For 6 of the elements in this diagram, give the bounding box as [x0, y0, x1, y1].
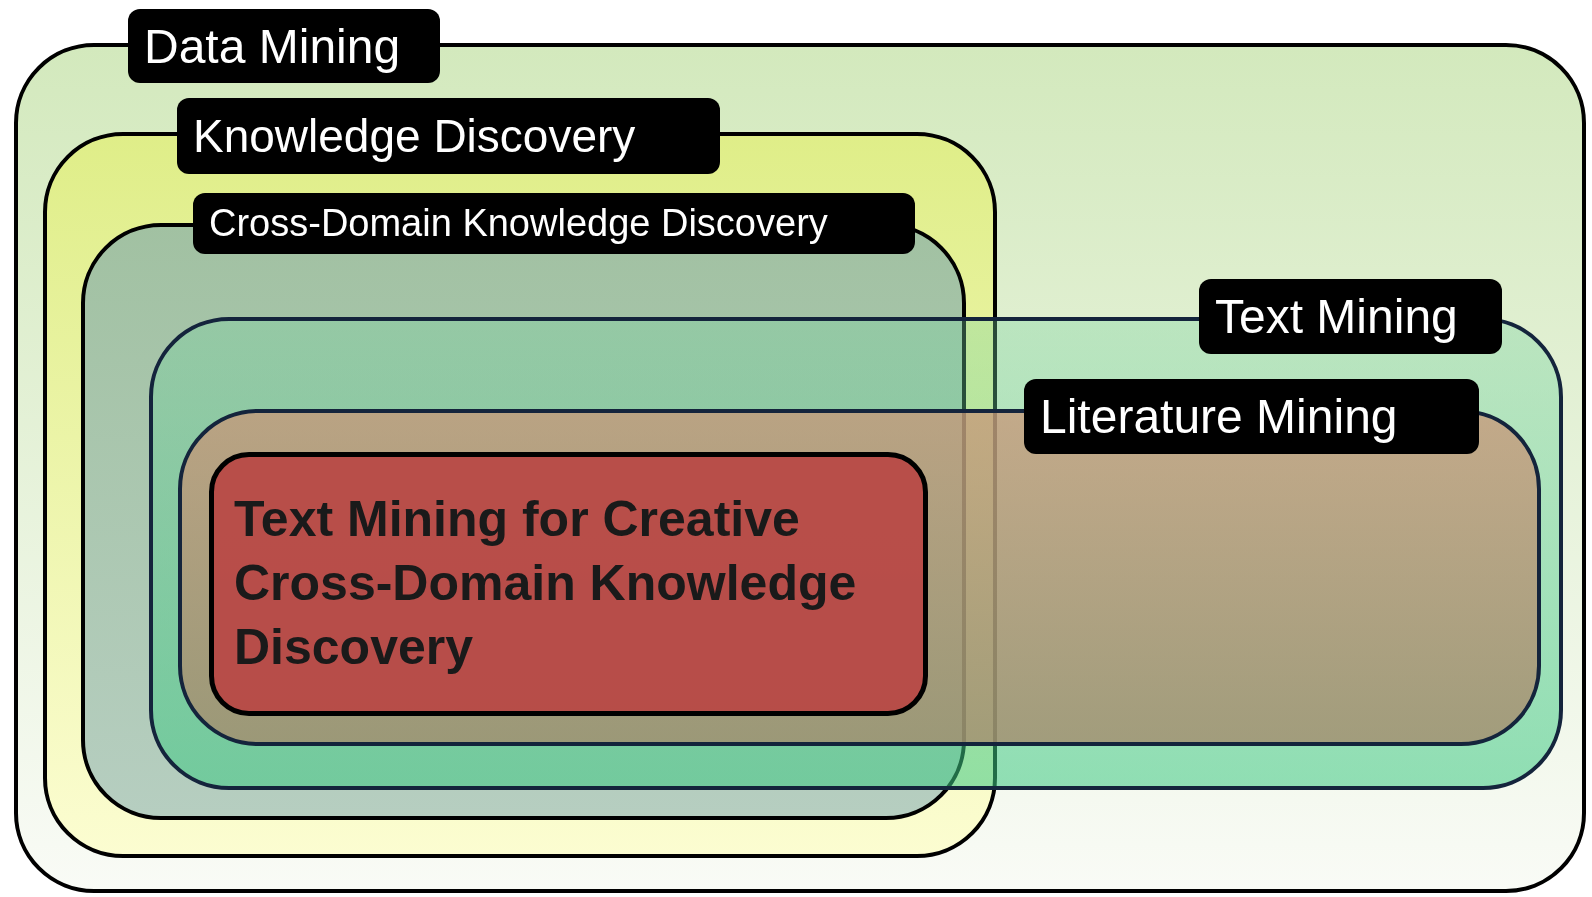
- set-label: Data Mining: [128, 9, 440, 83]
- focus-region: Text Mining for Creative Cross-Domain Knowledge Discovery: [209, 452, 928, 716]
- set-label: Knowledge Discovery: [177, 98, 720, 174]
- set-label: Literature Mining: [1024, 379, 1479, 454]
- set-label: Cross-Domain Knowledge Discovery: [193, 193, 915, 254]
- set-label: Text Mining: [1199, 279, 1502, 354]
